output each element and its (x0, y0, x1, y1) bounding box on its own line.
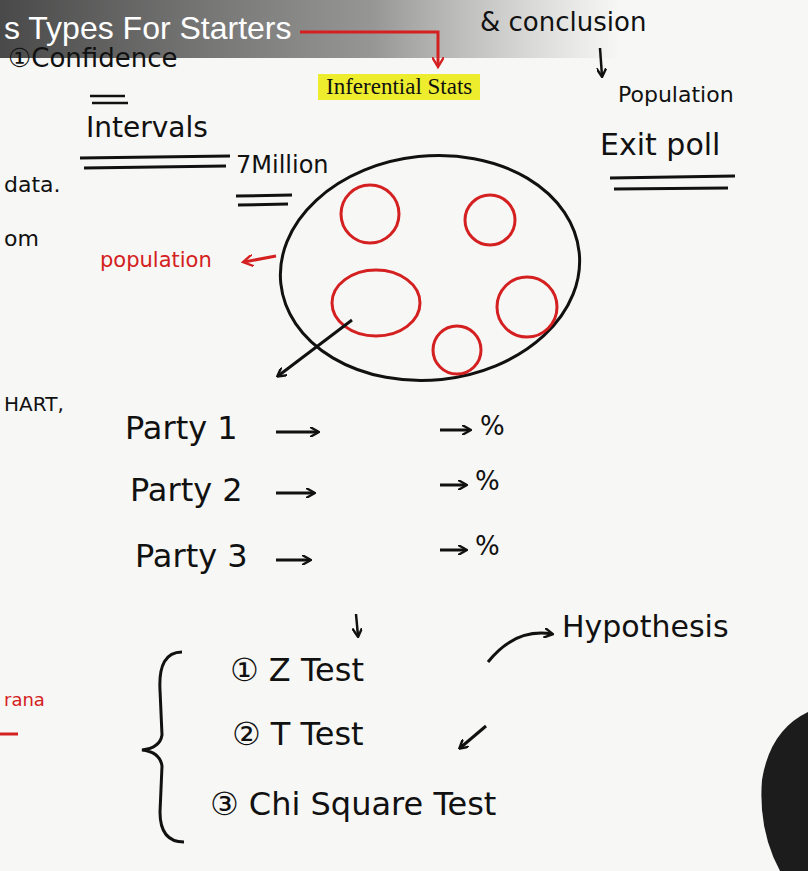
list-item: Intervals (86, 112, 208, 144)
cut-off-text: rana (4, 690, 45, 711)
presenter-silhouette (761, 712, 808, 871)
title-arrow (300, 32, 438, 66)
note-text: Population (618, 82, 734, 107)
percent-label: % (480, 412, 505, 442)
party-label: Party 2 (130, 472, 243, 509)
down-arrow (356, 614, 358, 636)
highlighted-heading: Inferential Stats (318, 74, 480, 100)
cut-off-text: HART, (4, 393, 64, 416)
percent-label: % (475, 467, 500, 497)
test-item: ③ Chi Square Test (210, 786, 496, 823)
population-ellipse (269, 141, 591, 395)
percent-label: % (475, 532, 500, 562)
party-arrow (276, 431, 318, 434)
double-underline (610, 176, 735, 189)
video-title: s Types For Starters (4, 10, 292, 47)
leader-arrow (278, 320, 352, 376)
cut-off-text: data. (4, 172, 61, 197)
party-arrow (440, 549, 466, 552)
party-arrow (276, 559, 310, 562)
party-arrow (440, 429, 470, 432)
population-label: population (100, 248, 212, 272)
sample-circle (465, 195, 515, 245)
cut-off-text: om (4, 226, 39, 251)
red-underline (0, 733, 18, 736)
sample-circle (433, 326, 481, 374)
double-underline (80, 156, 230, 168)
pointer-arrow (460, 726, 486, 748)
note-text: 7Million (236, 152, 329, 180)
note-text: & conclusion (480, 8, 646, 38)
leader-arrow (244, 256, 276, 262)
sample-circle (341, 185, 399, 243)
double-underline (236, 195, 292, 205)
test-item: ② T Test (232, 716, 364, 753)
party-label: Party 3 (135, 538, 248, 575)
test-item: ① Z Test (230, 652, 364, 689)
party-arrow (276, 492, 314, 495)
note-text: Hypothesis (562, 610, 729, 645)
sample-circle (497, 277, 557, 337)
equals-mark (90, 96, 128, 103)
down-arrow (600, 48, 602, 76)
note-text: Exit poll (600, 128, 720, 163)
curly-brace (142, 652, 184, 842)
hypothesis-arrow (488, 633, 552, 662)
party-arrow (440, 484, 466, 487)
list-item: ①Confidence (8, 44, 178, 74)
party-label: Party 1 (125, 410, 238, 447)
